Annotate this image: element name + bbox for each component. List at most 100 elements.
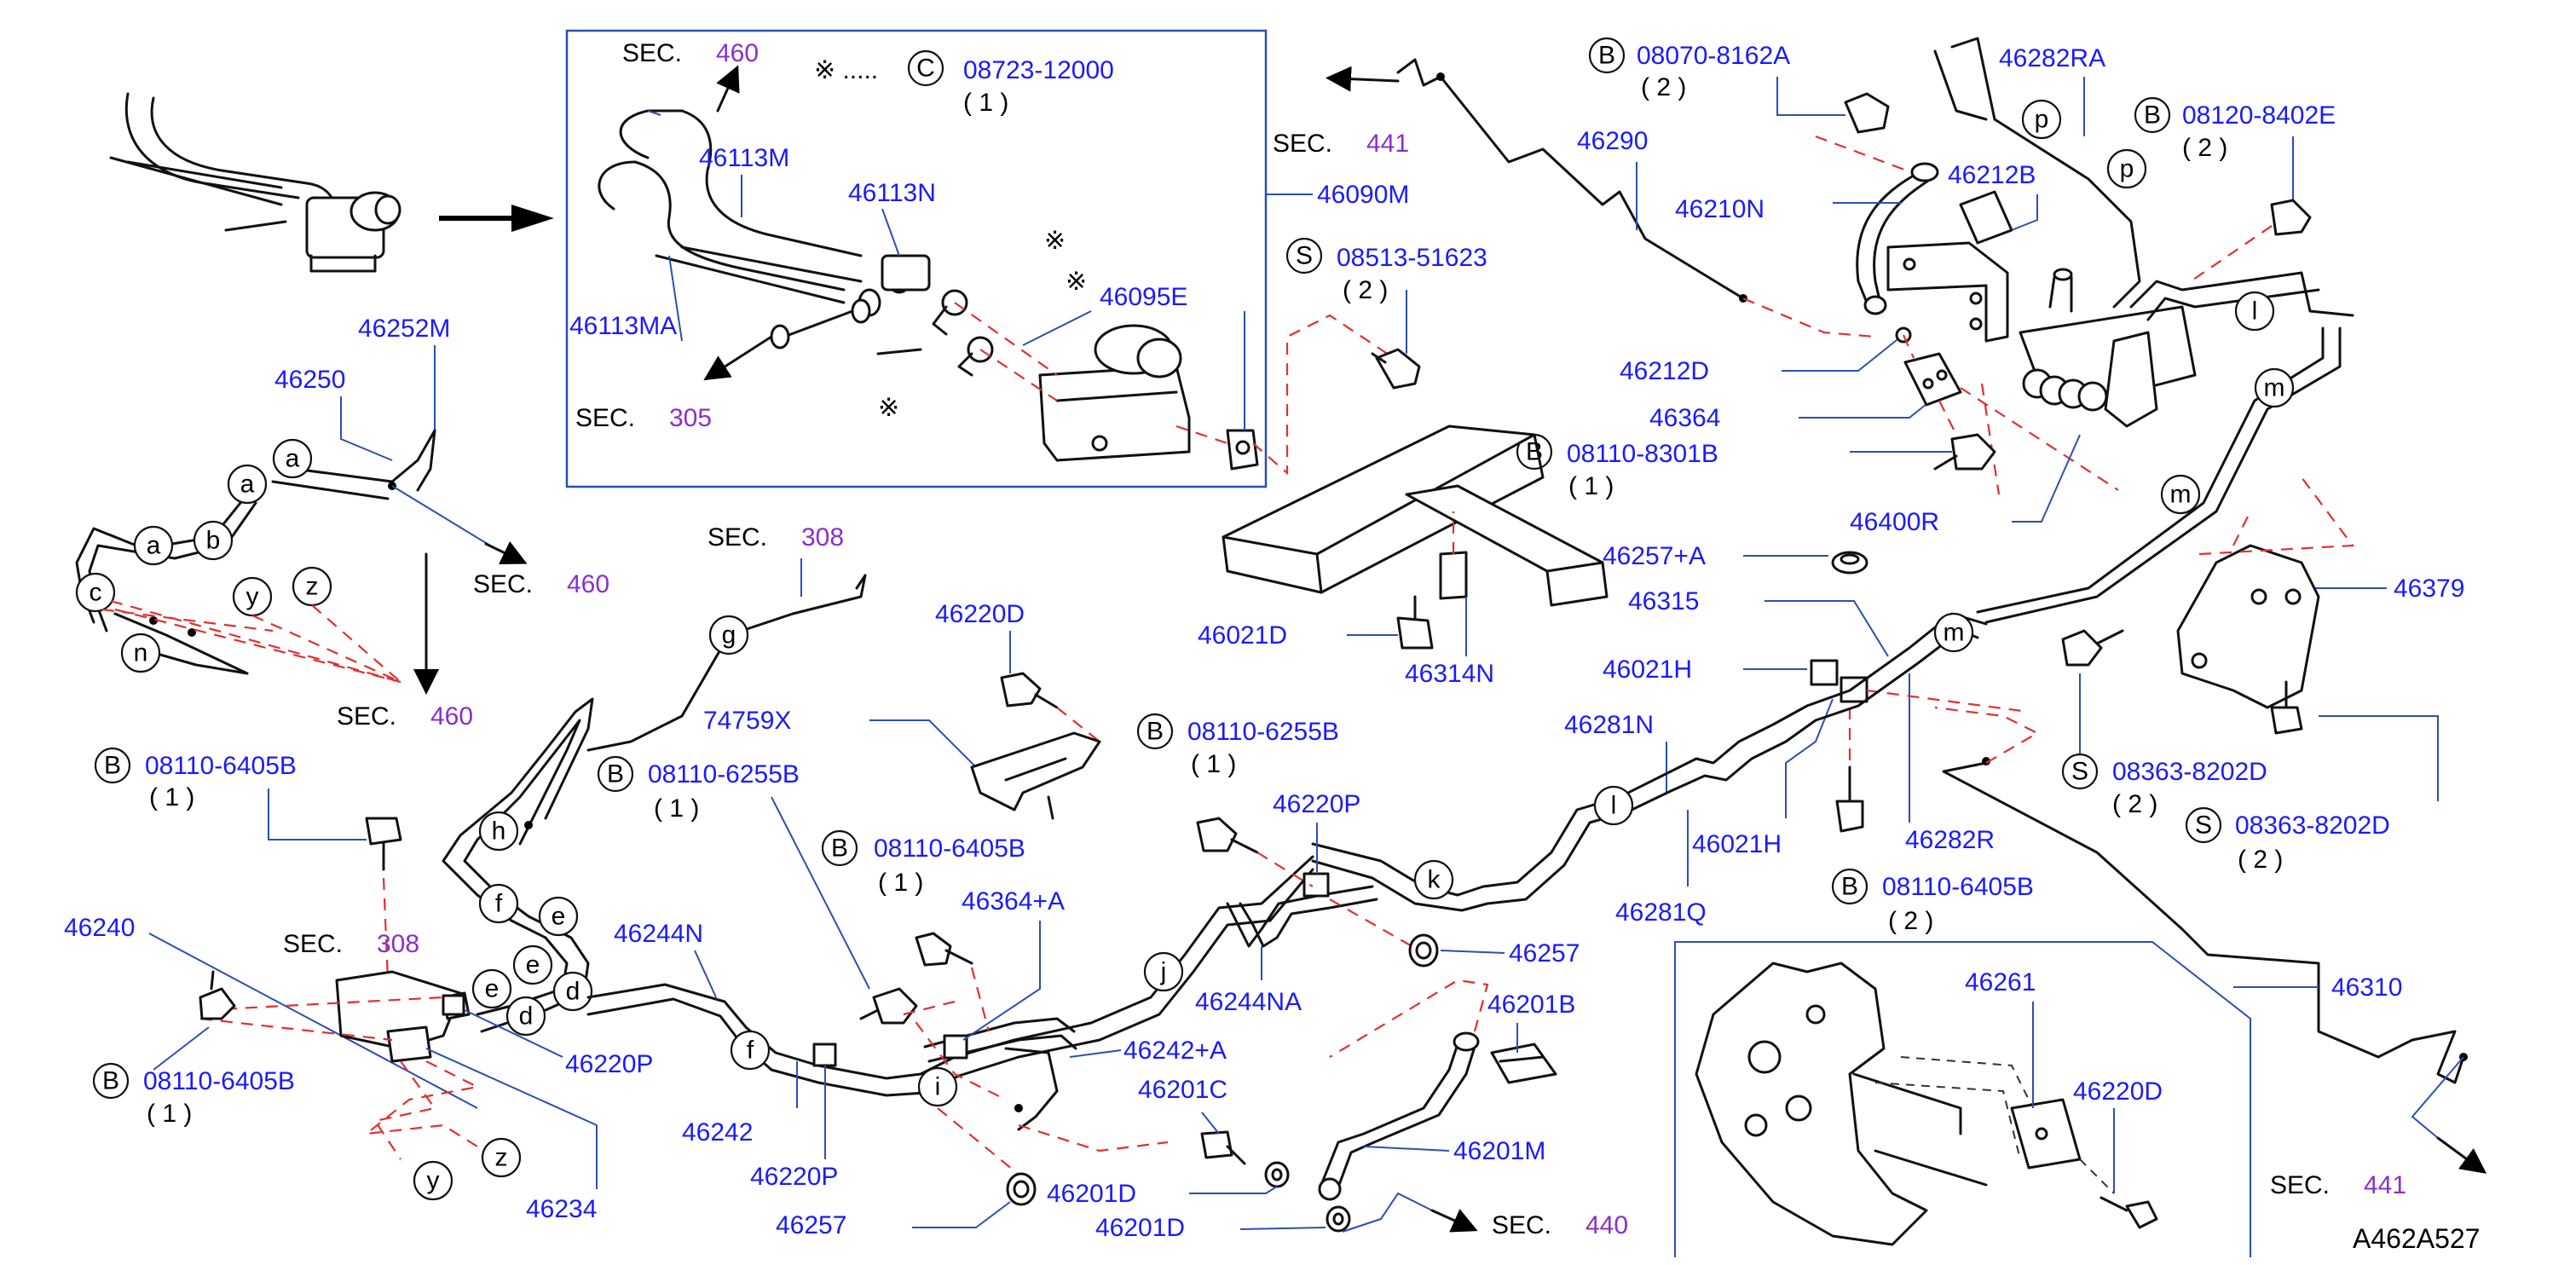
part-08110-6255b-r[interactable]: 08110-6255B xyxy=(1187,718,1339,746)
part-08120-8402e[interactable]: 08120-8402E xyxy=(2182,101,2336,130)
part-08110-6255b-l[interactable]: 08110-6255B xyxy=(648,760,800,788)
part-46281n[interactable]: 46281N xyxy=(1564,711,1654,739)
callout-a-1-text: a xyxy=(286,445,300,473)
part-46281q[interactable]: 46281Q xyxy=(1615,898,1707,927)
part-46113m[interactable]: 46113M xyxy=(699,144,789,172)
marker-b-08110-6405b-ll xyxy=(92,1062,130,1100)
part-46400r[interactable]: 46400R xyxy=(1850,508,1939,536)
part-46201b[interactable]: 46201B xyxy=(1487,991,1575,1019)
bracket-46282ra xyxy=(1886,241,2009,343)
qty-08110-8301b: ( 1 ) xyxy=(1568,472,1614,500)
callout-d-1 xyxy=(505,996,546,1037)
part-46220p-mid[interactable]: 46220P xyxy=(750,1163,838,1191)
part-46212d[interactable]: 46212D xyxy=(1620,357,1709,385)
callout-b xyxy=(193,520,234,561)
part-46242[interactable]: 46242 xyxy=(682,1118,753,1147)
part-46220d-bottom[interactable]: 46220D xyxy=(2073,1077,2163,1106)
marker-b-08120 xyxy=(2134,96,2171,134)
part-46021d[interactable]: 46021D xyxy=(1198,621,1287,650)
part-46242a[interactable]: 46242+A xyxy=(1123,1037,1227,1065)
sec-460-number-left: 460 xyxy=(430,702,473,731)
marker-s-08363-a xyxy=(2061,753,2099,790)
ref-mark-1: ※ xyxy=(1044,227,1066,255)
sec-305-number: 305 xyxy=(669,404,712,432)
part-46364[interactable]: 46364 xyxy=(1649,404,1720,432)
part-46282r[interactable]: 46282R xyxy=(1905,826,1995,854)
marker-b-08110-6405b-right xyxy=(1831,868,1868,905)
part-74759x[interactable]: 74759X xyxy=(703,707,791,735)
marker-b-08120-text: B xyxy=(2144,101,2161,130)
callout-n-text: n xyxy=(134,639,148,667)
callout-a-2 xyxy=(227,464,268,505)
callout-e-2-text: e xyxy=(526,951,540,979)
callout-m-1-text: m xyxy=(2264,374,2285,402)
part-46212b[interactable]: 46212B xyxy=(1948,161,2036,189)
grommet-46257a xyxy=(1831,551,1868,575)
part-46021h-1[interactable]: 46021H xyxy=(1603,656,1692,684)
part-46364a[interactable]: 46364+A xyxy=(962,887,1065,916)
part-46095e[interactable]: 46095E xyxy=(1100,283,1187,311)
part-08070-8162a[interactable]: 08070-8162A xyxy=(1637,42,1790,70)
part-08363-8202d-a[interactable]: 08363-8202D xyxy=(2112,758,2267,786)
part-46290[interactable]: 46290 xyxy=(1577,127,1648,155)
callout-a-3 xyxy=(133,525,174,566)
part-46379[interactable]: 46379 xyxy=(2394,575,2464,603)
bolt-08120 xyxy=(2270,199,2312,236)
part-08110-8301b[interactable]: 08110-8301B xyxy=(1567,440,1718,468)
part-08723-12000[interactable]: 08723-12000 xyxy=(963,56,1114,84)
marker-s-08513 xyxy=(1285,237,1323,274)
callout-f-2-text: f xyxy=(747,1037,754,1065)
part-46220d-top[interactable]: 46220D xyxy=(935,600,1025,628)
part-46257-lower[interactable]: 46257 xyxy=(776,1211,846,1239)
part-46314n[interactable]: 46314N xyxy=(1405,660,1494,688)
part-46240[interactable]: 46240 xyxy=(64,914,135,942)
part-46201d-a[interactable]: 46201D xyxy=(1047,1180,1136,1208)
part-08363-8202d-b[interactable]: 08363-8202D xyxy=(2235,812,2390,840)
part-46113n[interactable]: 46113N xyxy=(848,179,936,207)
part-46201m[interactable]: 46201M xyxy=(1453,1137,1545,1165)
part-46201d-b[interactable]: 46201D xyxy=(1095,1214,1185,1242)
part-46021h-2[interactable]: 46021H xyxy=(1692,830,1782,858)
qty-08363-a: ( 2 ) xyxy=(2112,790,2157,818)
part-08110-6405b-mid[interactable]: 08110-6405B xyxy=(874,835,1025,863)
part-46282ra[interactable]: 46282RA xyxy=(1999,44,2105,72)
part-46244na[interactable]: 46244NA xyxy=(1195,988,1302,1016)
bolt-08110-6405b-ll xyxy=(199,970,236,1020)
ref-mark-dots: ※ ..... xyxy=(814,56,878,84)
callout-j xyxy=(1143,951,1184,992)
bolt-08110-6405b-mid xyxy=(915,932,973,967)
callout-i-text: i xyxy=(935,1073,941,1101)
callout-f-1 xyxy=(478,883,519,924)
callout-y-1-text: y xyxy=(246,583,259,611)
part-46220p-right[interactable]: 46220P xyxy=(1273,790,1360,818)
part-46201c[interactable]: 46201C xyxy=(1138,1076,1227,1104)
part-08110-6405b-ul[interactable]: 08110-6405B xyxy=(145,752,297,780)
part-08110-6405b-ll[interactable]: 08110-6405B xyxy=(143,1067,295,1095)
ref-mark-2: ※ xyxy=(1066,268,1087,296)
marker-s-08513-text: S xyxy=(1296,242,1313,270)
part-46244n[interactable]: 46244N xyxy=(614,920,703,948)
part-46210n[interactable]: 46210N xyxy=(1675,195,1765,223)
bolt-08110-6255b-l xyxy=(859,987,918,1025)
part-46257a[interactable]: 46257+A xyxy=(1603,542,1706,570)
part-46261[interactable]: 46261 xyxy=(1965,968,2036,996)
part-08110-6405b-right[interactable]: 08110-6405B xyxy=(1882,873,2034,901)
reservoir-overview-illustration xyxy=(109,92,401,273)
marker-c xyxy=(907,49,944,87)
part-08513-51623[interactable]: 08513-51623 xyxy=(1337,244,1487,272)
part-46315[interactable]: 46315 xyxy=(1628,587,1699,615)
part-46250[interactable]: 46250 xyxy=(274,366,345,394)
part-46257-right[interactable]: 46257 xyxy=(1509,939,1580,968)
part-46234[interactable]: 46234 xyxy=(526,1195,597,1223)
sec-308-number-top: 308 xyxy=(801,523,844,552)
sec-441-number-bottom: 441 xyxy=(2364,1171,2406,1199)
part-46310[interactable]: 46310 xyxy=(2331,973,2402,1002)
callout-m-1 xyxy=(2254,367,2295,408)
bolt-08363-b xyxy=(2270,680,2303,735)
part-46113ma[interactable]: 46113MA xyxy=(569,312,677,340)
callout-d-1-text: d xyxy=(519,1002,534,1031)
part-46090m[interactable]: 46090M xyxy=(1317,181,1409,209)
part-46252m[interactable]: 46252M xyxy=(358,315,450,343)
part-46220p-left[interactable]: 46220P xyxy=(565,1050,653,1078)
